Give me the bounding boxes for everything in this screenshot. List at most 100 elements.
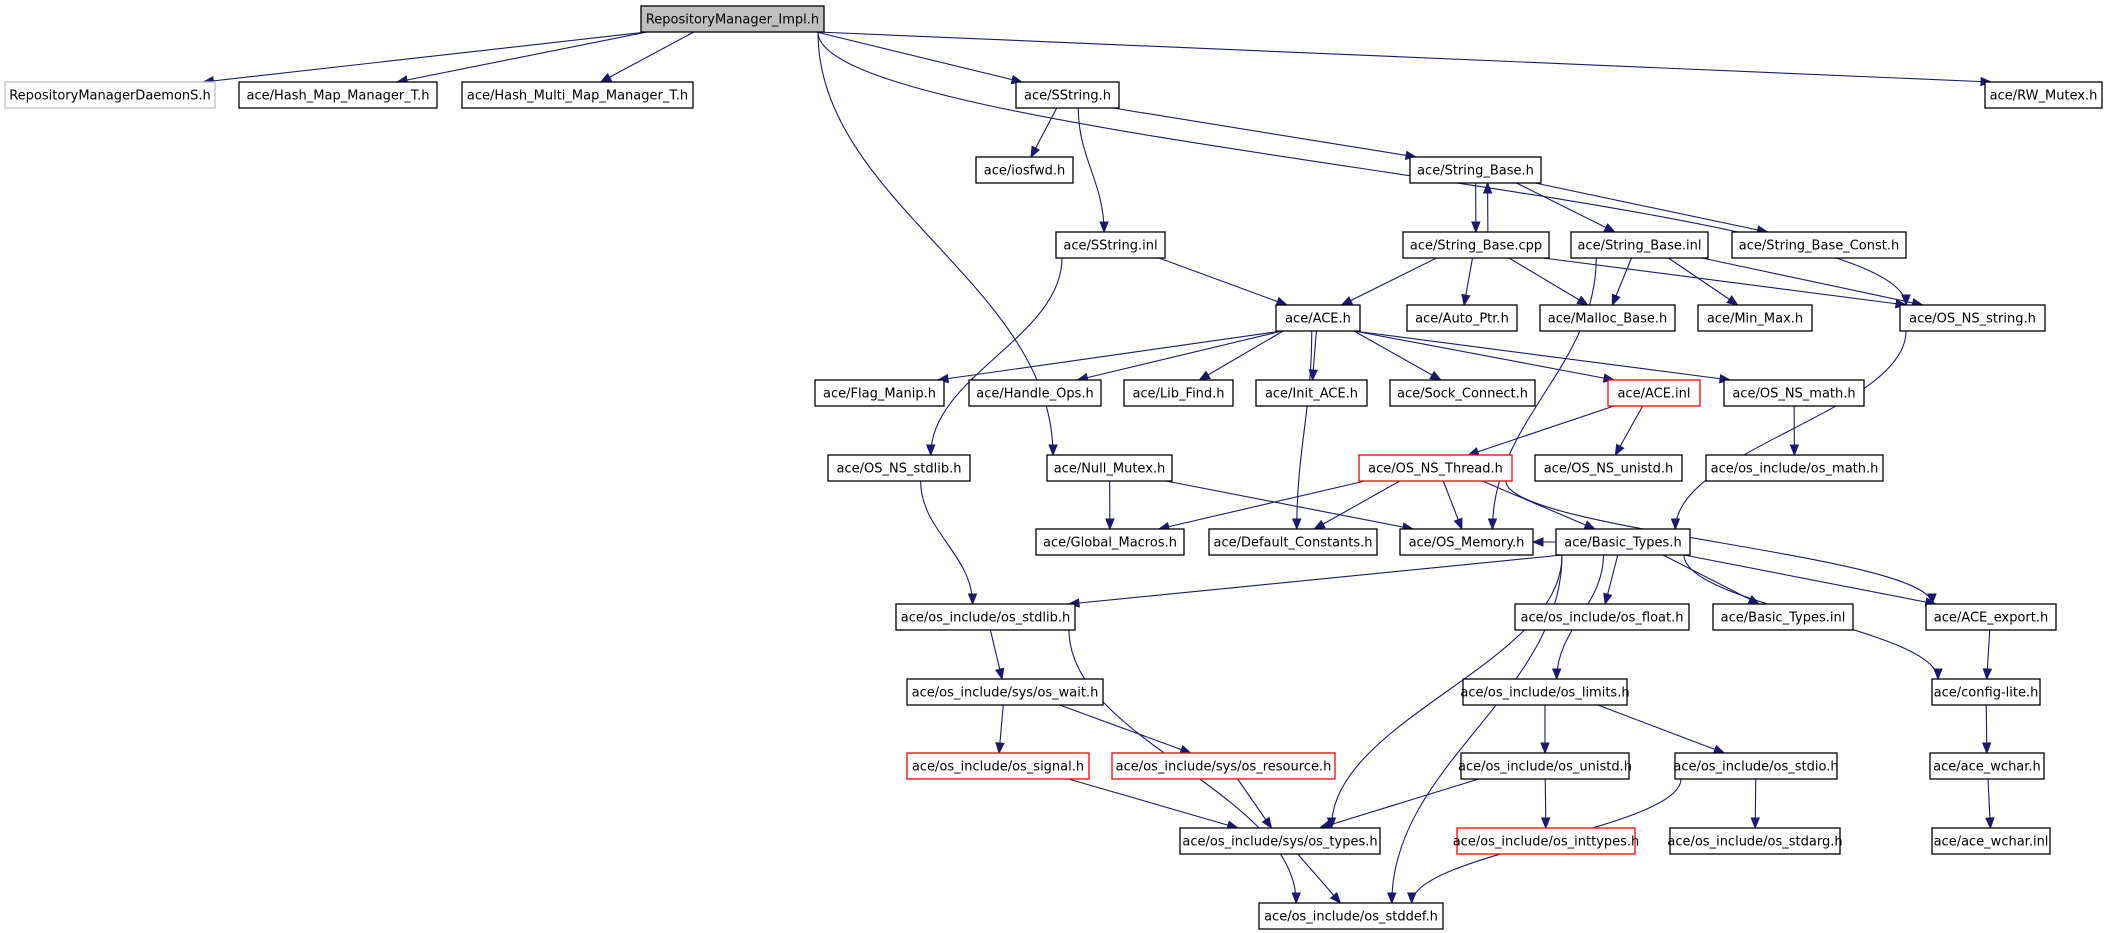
node-sstring_inl[interactable]: ace/SString.inl — [1055, 231, 1166, 259]
node-osnsunistd[interactable]: ace/OS_NS_unistd.h — [1534, 454, 1683, 482]
node-stringbase_const[interactable]: ace/String_Base_Const.h — [1731, 231, 1907, 259]
node-aceexport[interactable]: ace/ACE_export.h — [1925, 603, 2057, 631]
node-globalmacros[interactable]: ace/Global_Macros.h — [1035, 528, 1185, 556]
node-box[interactable] — [1984, 81, 2103, 109]
node-box[interactable] — [1697, 304, 1813, 332]
node-libfind[interactable]: ace/Lib_Find.h — [1123, 379, 1234, 407]
node-oslimits[interactable]: ace/os_include/os_limits.h — [1460, 678, 1630, 706]
node-box[interactable] — [1514, 603, 1690, 631]
node-box[interactable] — [1402, 231, 1550, 259]
node-hashmulti[interactable]: ace/Hash_Multi_Map_Manager_T.h — [461, 81, 694, 109]
node-nullmutex[interactable]: ace/Null_Mutex.h — [1046, 454, 1173, 482]
node-box[interactable] — [1607, 379, 1701, 407]
node-autoptr[interactable]: ace/Auto_Ptr.h — [1406, 304, 1518, 332]
node-defaultconst[interactable]: ace/Default_Constants.h — [1208, 528, 1378, 556]
node-box[interactable] — [1111, 752, 1336, 780]
node-osmemory[interactable]: ace/OS_Memory.h — [1399, 528, 1534, 556]
node-box[interactable] — [827, 454, 971, 482]
node-osstddef[interactable]: ace/os_include/os_stddef.h — [1258, 902, 1444, 930]
node-box[interactable] — [1456, 827, 1636, 855]
node-osresource[interactable]: ace/os_include/sys/os_resource.h — [1111, 752, 1336, 780]
node-box[interactable] — [1046, 454, 1173, 482]
node-ace_inl[interactable]: ace/ACE.inl — [1607, 379, 1701, 407]
node-osstdlib[interactable]: ace/os_include/os_stdlib.h — [895, 603, 1076, 631]
node-box[interactable] — [895, 603, 1076, 631]
node-iosfwd[interactable]: ace/iosfwd.h — [975, 156, 1074, 184]
node-box[interactable] — [640, 5, 825, 33]
node-box[interactable] — [1534, 454, 1683, 482]
node-basictypes_h[interactable]: ace/Basic_Types.h — [1555, 528, 1691, 556]
node-box[interactable] — [1399, 528, 1534, 556]
node-box[interactable] — [975, 156, 1074, 184]
node-ostypes[interactable]: ace/os_include/sys/os_types.h — [1179, 827, 1381, 855]
node-basictypes_inl[interactable]: ace/Basic_Types.inl — [1712, 603, 1854, 631]
node-osnsmath[interactable]: ace/OS_NS_math.h — [1723, 379, 1865, 407]
node-box[interactable] — [1712, 603, 1854, 631]
node-stringbase_inl[interactable]: ace/String_Base.inl — [1570, 231, 1709, 259]
node-box[interactable] — [1899, 304, 2046, 332]
node-mallocbase[interactable]: ace/Malloc_Base.h — [1539, 304, 1676, 332]
node-box[interactable] — [1406, 304, 1518, 332]
node-osinttypes[interactable]: ace/os_include/os_inttypes.h — [1453, 827, 1640, 855]
node-box[interactable] — [1055, 231, 1166, 259]
node-acewchar_inl[interactable]: ace/ace_wchar.inl — [1931, 827, 2051, 855]
node-osnsstring[interactable]: ace/OS_NS_string.h — [1899, 304, 2046, 332]
node-box[interactable] — [1931, 827, 2051, 855]
node-box[interactable] — [1555, 528, 1691, 556]
node-box[interactable] — [1389, 379, 1536, 407]
node-ace_h[interactable]: ace/ACE.h — [1275, 304, 1361, 332]
node-box[interactable] — [1015, 81, 1120, 109]
node-box[interactable] — [1258, 902, 1444, 930]
node-daemons[interactable]: RepositoryManagerDaemonS.h — [4, 81, 216, 109]
node-box[interactable] — [238, 81, 438, 109]
node-box[interactable] — [1179, 827, 1381, 855]
node-box[interactable] — [1035, 528, 1185, 556]
node-box[interactable] — [906, 678, 1104, 706]
node-box[interactable] — [1731, 231, 1907, 259]
node-stringbase_h[interactable]: ace/String_Base.h — [1409, 156, 1542, 184]
node-box[interactable] — [1460, 752, 1630, 780]
node-box[interactable] — [1208, 528, 1378, 556]
node-box[interactable] — [1255, 379, 1368, 407]
node-osfloat[interactable]: ace/os_include/os_float.h — [1514, 603, 1690, 631]
node-osstdio[interactable]: ace/os_include/os_stdio.h — [1673, 752, 1839, 780]
node-box[interactable] — [1409, 156, 1542, 184]
node-box[interactable] — [814, 379, 945, 407]
node-box[interactable] — [1669, 827, 1841, 855]
node-box[interactable] — [906, 752, 1090, 780]
node-rwmutex[interactable]: ace/RW_Mutex.h — [1984, 81, 2103, 109]
node-ossignal[interactable]: ace/os_include/os_signal.h — [906, 752, 1090, 780]
node-box[interactable] — [1931, 678, 2041, 706]
node-sockconnect[interactable]: ace/Sock_Connect.h — [1389, 379, 1536, 407]
node-box[interactable] — [1539, 304, 1676, 332]
node-minmax[interactable]: ace/Min_Max.h — [1697, 304, 1813, 332]
node-osmath[interactable]: ace/os_include/os_math.h — [1705, 454, 1884, 482]
node-stringbase_cpp[interactable]: ace/String_Base.cpp — [1402, 231, 1550, 259]
node-box[interactable] — [461, 81, 694, 109]
node-box[interactable] — [968, 379, 1102, 407]
node-box[interactable] — [1275, 304, 1361, 332]
node-initace[interactable]: ace/Init_ACE.h — [1255, 379, 1368, 407]
node-box[interactable] — [1723, 379, 1865, 407]
node-flagmanip[interactable]: ace/Flag_Manip.h — [814, 379, 945, 407]
node-box[interactable] — [1570, 231, 1709, 259]
node-box[interactable] — [1925, 603, 2057, 631]
node-box[interactable] — [1705, 454, 1884, 482]
node-box[interactable] — [1358, 454, 1513, 482]
node-osunistd[interactable]: ace/os_include/os_unistd.h — [1458, 752, 1632, 780]
node-handleops[interactable]: ace/Handle_Ops.h — [968, 379, 1102, 407]
node-configlite[interactable]: ace/config-lite.h — [1931, 678, 2041, 706]
node-root[interactable]: RepositoryManager_Impl.h — [640, 5, 825, 33]
node-osstdarg[interactable]: ace/os_include/os_stdarg.h — [1667, 827, 1843, 855]
node-acewchar_h[interactable]: ace/ace_wchar.h — [1929, 752, 2045, 780]
node-osnsthread[interactable]: ace/OS_NS_Thread.h — [1358, 454, 1513, 482]
node-box[interactable] — [1123, 379, 1234, 407]
node-box[interactable] — [1929, 752, 2045, 780]
node-sstring_h[interactable]: ace/SString.h — [1015, 81, 1120, 109]
node-osnsstdlib[interactable]: ace/OS_NS_stdlib.h — [827, 454, 971, 482]
node-box[interactable] — [4, 81, 216, 109]
node-oswait[interactable]: ace/os_include/sys/os_wait.h — [906, 678, 1104, 706]
node-hashmap[interactable]: ace/Hash_Map_Manager_T.h — [238, 81, 438, 109]
node-box[interactable] — [1462, 678, 1628, 706]
node-box[interactable] — [1674, 752, 1838, 780]
